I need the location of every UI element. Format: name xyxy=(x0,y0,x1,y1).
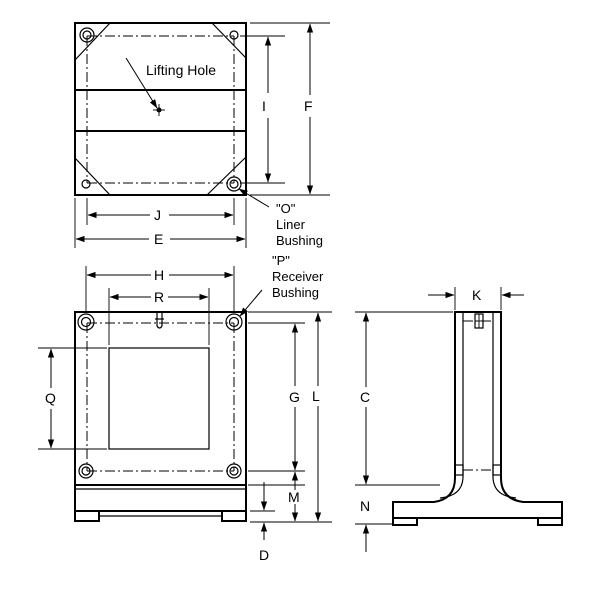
dimension-I-label: I xyxy=(262,98,266,114)
front-view: "P" Receiver Bushing xyxy=(74,253,324,522)
dimension-F: F xyxy=(250,22,330,196)
corner-chamfer xyxy=(211,22,247,59)
corner-chamfer xyxy=(206,156,247,196)
front-window xyxy=(108,347,210,450)
dimension-Q-label: Q xyxy=(45,390,56,406)
side-view-profile xyxy=(392,311,563,519)
dimension-G-label: G xyxy=(289,389,300,405)
corner-hole-icon xyxy=(81,179,91,189)
side-foot-left xyxy=(392,517,418,526)
lifting-eye-icon xyxy=(155,312,164,329)
dimension-G: G xyxy=(248,322,305,472)
dimension-D: D xyxy=(250,482,275,563)
base-foot-left xyxy=(74,510,100,522)
dimension-E: E xyxy=(74,198,247,248)
dimension-K: K xyxy=(428,287,524,310)
lifting-hole-icon xyxy=(153,104,165,116)
dimension-L: L xyxy=(248,311,332,523)
receiver-bushing-leader xyxy=(239,289,263,317)
dimension-F-label: F xyxy=(304,98,313,114)
corner-hole-icon xyxy=(229,30,239,40)
bushing-icon xyxy=(78,463,94,479)
base-foot-right xyxy=(221,510,247,522)
dimension-R-label: R xyxy=(154,289,164,305)
top-view: Lifting Hole "O" Liner Bushing xyxy=(74,22,323,248)
side-foot-right xyxy=(537,517,563,526)
receiver-bushing-label-line1: "P" xyxy=(272,253,290,268)
side-view-fillet xyxy=(492,477,517,499)
dimension-J-label: J xyxy=(154,207,161,223)
dimension-J: J xyxy=(86,198,235,225)
receiver-bushing-label-line2: Receiver xyxy=(272,269,324,284)
top-view-outline xyxy=(74,22,247,196)
dimension-C: C xyxy=(355,311,453,486)
dimension-C-label: C xyxy=(360,389,370,405)
corner-chamfer xyxy=(74,157,111,196)
bushing-icon xyxy=(77,313,95,331)
liner-bushing-leader xyxy=(238,188,270,208)
dimension-N-label: N xyxy=(360,498,370,514)
liner-bushing-label-line2: Liner xyxy=(276,217,306,232)
side-view xyxy=(392,311,563,526)
liner-bushing-label-line3: Bushing xyxy=(276,233,323,248)
dimension-R: R xyxy=(108,288,210,345)
receiver-bushing-label-line3: Bushing xyxy=(272,285,319,300)
liner-bushing-label-line1: "O" xyxy=(276,201,296,216)
front-view-body xyxy=(74,311,247,486)
dimension-L-label: L xyxy=(312,388,320,404)
lifting-hole-label: Lifting Hole xyxy=(146,62,216,78)
dimension-H: H xyxy=(85,266,235,312)
dimension-M-label: M xyxy=(288,489,300,505)
dimension-K-label: K xyxy=(472,287,482,303)
dimension-H-label: H xyxy=(154,267,164,283)
bottom-bolt-icon xyxy=(454,464,502,476)
dimension-D-label: D xyxy=(259,547,269,563)
dimension-Q: Q xyxy=(38,347,107,450)
corner-bushing-icon xyxy=(79,27,95,43)
front-view-base xyxy=(74,484,247,512)
dimension-N: N xyxy=(355,498,392,552)
dimension-I: I xyxy=(240,35,285,184)
dimension-M: M xyxy=(248,471,305,522)
liner-bushing-icon xyxy=(226,176,242,192)
lifting-hole-leader xyxy=(125,57,158,109)
bushing-icon xyxy=(226,463,242,479)
receiver-bushing-icon xyxy=(225,313,243,331)
side-view-fillet xyxy=(439,477,464,499)
dimension-E-label: E xyxy=(154,231,163,247)
corner-chamfer xyxy=(74,22,111,61)
